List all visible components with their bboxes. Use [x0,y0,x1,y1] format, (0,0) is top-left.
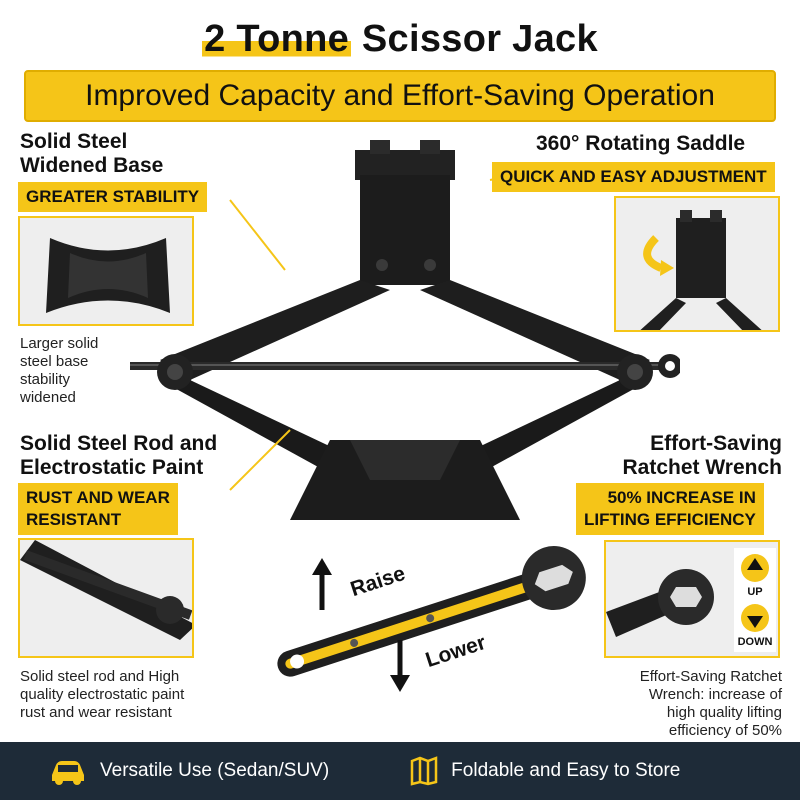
base-detail-photo [18,216,194,326]
rod-feature-desc: Solid steel rod and High quality electro… [20,668,185,721]
ratchet-wrench-illustration [277,546,586,692]
base-feature-title: Solid Steel Widened Base [20,130,164,177]
rod-detail-photo [18,538,194,658]
wrench-feature-tag: 50% INCREASE IN LIFTING EFFICIENCY [576,483,764,535]
title-rest: Scissor Jack [361,18,598,60]
wrench-detail-photo: UP DOWN [604,540,780,658]
page-title: 2 Tonne Scissor Jack [0,18,800,61]
footer-item-foldable: Foldable and Easy to Store [409,756,680,786]
footer-bar: Versatile Use (Sedan/SUV) Foldable and E… [0,742,800,800]
rod-feature-tag: RUST AND WEAR RESISTANT [18,483,178,535]
subtitle-banner: Improved Capacity and Effort-Saving Oper… [24,70,776,122]
saddle-detail-photo [614,196,780,332]
subtitle-text: Improved Capacity and Effort-Saving Oper… [85,79,715,112]
wrench-feature-desc: Effort-Saving Ratchet Wrench: increase o… [639,668,782,739]
up-label: UP [747,586,763,598]
saddle-feature-tag: QUICK AND EASY ADJUSTMENT [492,162,775,192]
title-highlight: 2 Tonne [202,18,352,60]
footer-item-versatile: Versatile Use (Sedan/SUV) [48,757,329,785]
down-label: DOWN [737,636,773,648]
footer-versatile-text: Versatile Use (Sedan/SUV) [100,760,330,781]
wrench-feature-title: Effort-Saving Ratchet Wrench [622,432,782,479]
base-feature-tag: GREATER STABILITY [18,182,208,212]
folding-map-icon [410,756,438,786]
footer-foldable-text: Foldable and Easy to Store [451,760,681,781]
rod-feature-title: Solid Steel Rod and Electrostatic Paint [20,432,218,479]
saddle-feature-title: 360° Rotating Saddle [536,132,746,155]
car-icon [52,761,84,785]
base-feature-desc: Larger solid steel base stability widene… [20,335,99,406]
scissor-jack-illustration [130,140,680,520]
